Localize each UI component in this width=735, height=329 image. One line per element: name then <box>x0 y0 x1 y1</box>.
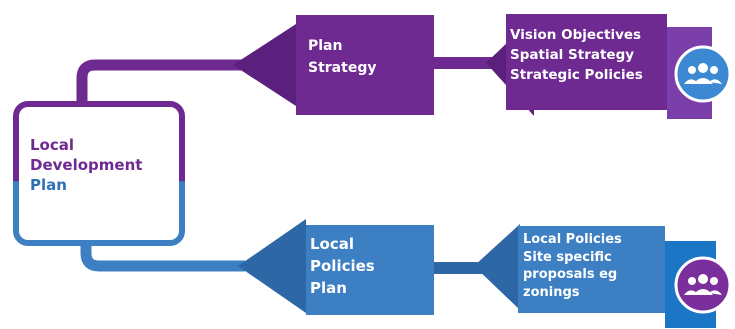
top-branch-box <box>296 15 434 115</box>
bottom-detail-label-line: proposals eg <box>523 267 618 282</box>
top-branch-label-line: Plan <box>308 38 343 54</box>
bottom-branch-label-line: Plan <box>310 279 347 297</box>
top-detail-label: Vision Objectives Spatial Strategy Strat… <box>510 25 643 85</box>
top-arrow-shape <box>233 24 296 106</box>
top-detail-label-line: Vision Objectives <box>510 27 642 43</box>
root-box <box>13 101 185 246</box>
root-label: Local Development Plan <box>30 135 142 195</box>
top-branch-label-line: Strategy <box>308 60 377 76</box>
root-label-line: Development <box>30 156 143 174</box>
bottom-branch-label: Local Policies Plan <box>310 233 375 299</box>
bottom-branch-label-line: Policies <box>310 257 375 275</box>
bottom-branch-box <box>306 225 434 315</box>
root-label-line: Plan <box>30 176 67 194</box>
people-group-icon <box>674 256 732 314</box>
top-detail-label-line: Strategic Policies <box>510 67 643 83</box>
bottom-arrow-shape <box>238 219 306 313</box>
bottom-detail-label-line: Site specific <box>523 249 612 265</box>
connector-top <box>76 59 250 103</box>
top-connector-bar <box>434 57 506 69</box>
bottom-branch-label-line: Local <box>310 235 355 253</box>
root-label-line: Local <box>30 136 75 154</box>
bottom-detail-wedge <box>474 224 520 310</box>
connector-bottom <box>80 241 245 272</box>
bottom-detail-box <box>518 226 665 313</box>
bottom-detail-label-line: Local Policies <box>523 232 622 247</box>
top-detail-label-line: Spatial Strategy <box>510 47 635 63</box>
top-branch-label: Plan Strategy <box>308 35 376 79</box>
bottom-detail-label-line: zonings <box>523 284 580 300</box>
top-detail-box <box>506 14 667 110</box>
people-group-icon <box>674 45 732 103</box>
bottom-detail-label: Local Policies Site specific proposals e… <box>523 231 622 301</box>
